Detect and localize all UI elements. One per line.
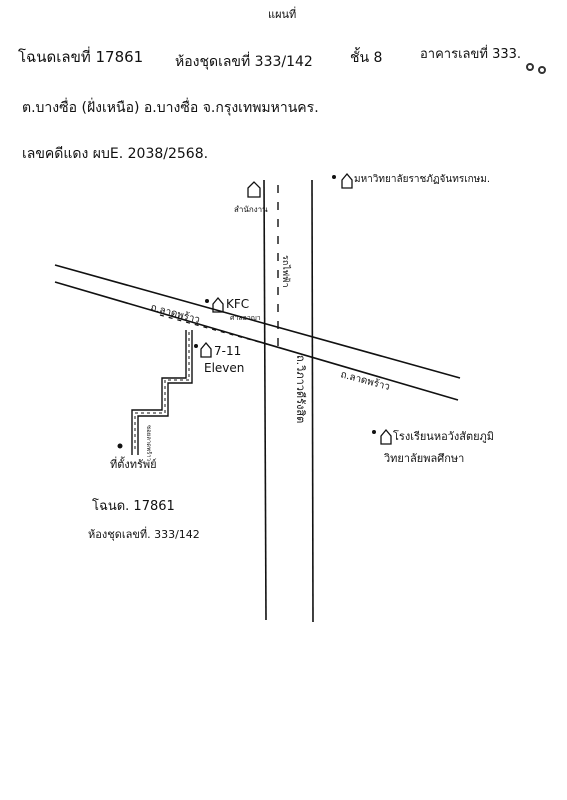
svg-text:7-11: 7-11 bbox=[214, 344, 241, 358]
header-building: อาคารเลขที่ 333. bbox=[420, 45, 521, 62]
header-case-number: เลขคดีแดง ผบE. 2038/2568. bbox=[22, 146, 208, 162]
header-room-number: ห้องชุดเลขที่ 333/142 bbox=[175, 52, 313, 70]
seven-eleven-landmark: 7-11 Eleven bbox=[194, 341, 244, 375]
site-soi-label: ซอยลาดพร้าว bbox=[145, 425, 152, 461]
university-landmark: มหาวิทยาลัยราชภัฏจันทรเกษม. bbox=[332, 172, 490, 189]
school-landmark: โรงเรียนหอวังสัตยภูมิ วิทยาลัยพลศึกษา bbox=[372, 428, 494, 465]
svg-text:Eleven: Eleven bbox=[204, 361, 244, 375]
house-icon bbox=[200, 341, 212, 358]
site-label: ที่ตั้งทรัพย์ bbox=[110, 456, 157, 471]
svg-text:KFC: KFC bbox=[226, 297, 249, 311]
property-site-marker: ซอยลาดพร้าว ที่ตั้งทรัพย์ bbox=[110, 425, 157, 471]
soi-lane bbox=[131, 330, 193, 455]
road-label-vibhavadi: ถ.วิภาวดีรังสิต bbox=[294, 355, 307, 423]
kfc-landmark: KFC ศาลอาญา bbox=[205, 296, 261, 322]
svg-text:ศาลอาญา: ศาลอาญา bbox=[230, 314, 261, 322]
house-icon bbox=[247, 181, 261, 198]
lat-phrao-road-center-dashes bbox=[159, 314, 271, 346]
lat-phrao-road bbox=[54, 264, 461, 401]
header-location: ต.บางซื่อ (ฝั่งเหนือ) อ.บางซื่อ จ.กรุงเท… bbox=[22, 98, 319, 116]
footer-room: ห้องชุดเลขที่. 333/142 bbox=[88, 526, 200, 541]
header-map-label: แผนที่ bbox=[268, 6, 296, 21]
header-deed-number: โฉนดเลขที่ 17861 bbox=[18, 46, 143, 66]
road-label-lat-phrao-left: ถ.ลาดพร้าว bbox=[149, 301, 201, 326]
vibhavadi-road bbox=[263, 179, 314, 623]
house-icon bbox=[341, 172, 353, 189]
svg-text:สำนักงาน: สำนักงาน bbox=[234, 205, 268, 214]
footer-deed: โฉนด. 17861 bbox=[92, 498, 175, 514]
header-scribble-mark bbox=[526, 63, 546, 74]
house-icon bbox=[212, 296, 224, 313]
svg-text:โรงเรียนหอวังสัตยภูมิ: โรงเรียนหอวังสัตยภูมิ bbox=[393, 429, 494, 443]
road-label-mrt: รถไฟฟ้า bbox=[280, 255, 291, 288]
svg-text:มหาวิทยาลัยราชภัฏจันทรเกษม.: มหาวิทยาลัยราชภัฏจันทรเกษม. bbox=[354, 174, 490, 185]
svg-text:วิทยาลัยพลศึกษา: วิทยาลัยพลศึกษา bbox=[383, 452, 464, 465]
house-icon bbox=[380, 428, 392, 445]
header-floor: ชั้น 8 bbox=[350, 47, 382, 66]
police-landmark: สำนักงาน bbox=[234, 181, 268, 214]
